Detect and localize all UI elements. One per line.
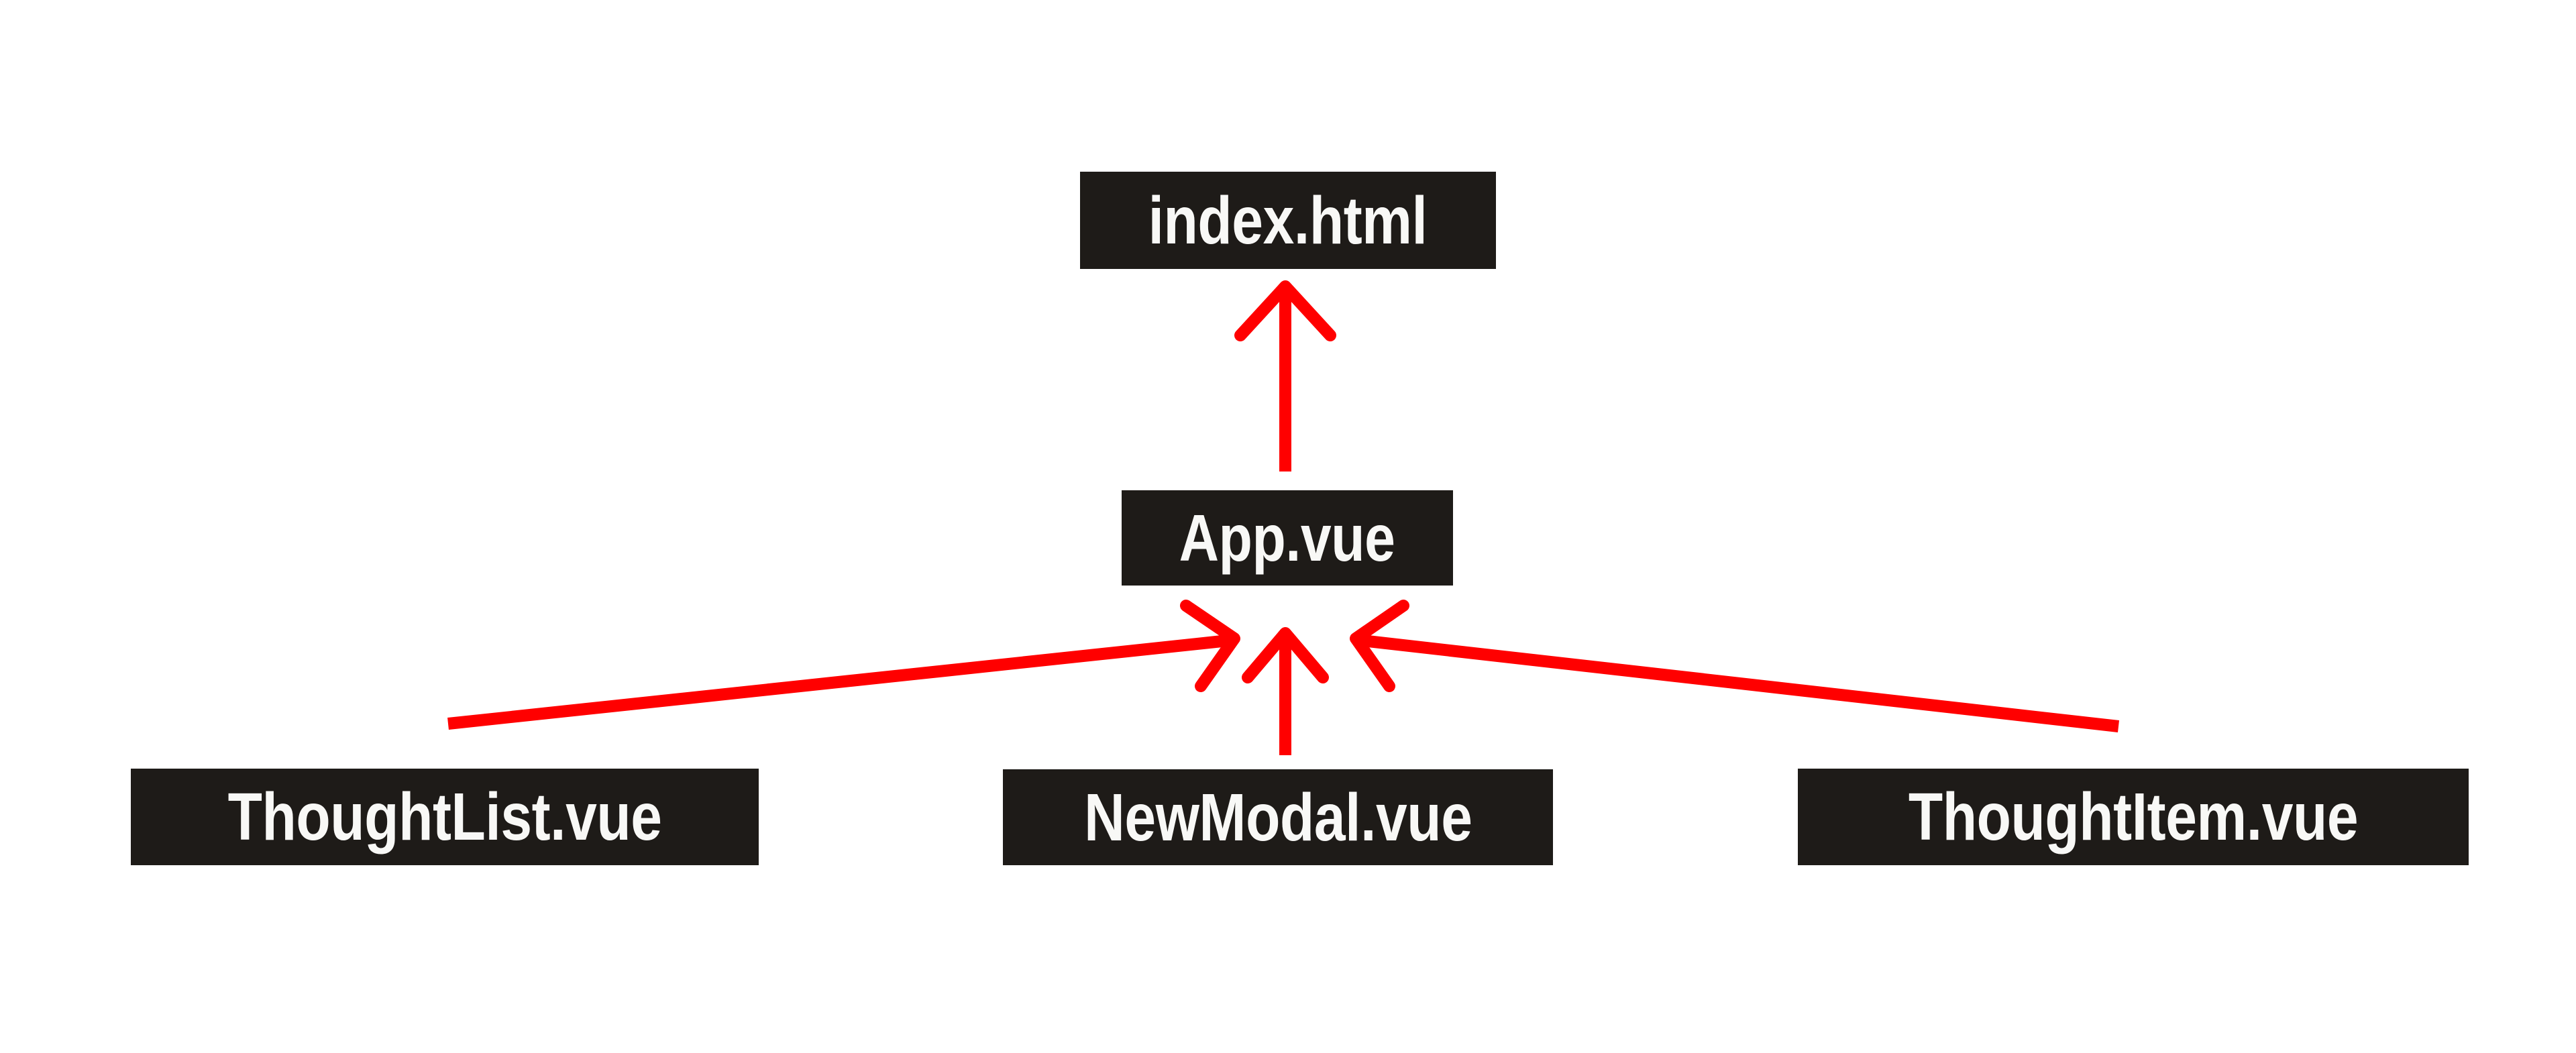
node-app-vue[interactable]: App.vue <box>1122 490 1453 586</box>
edge-app-to-index <box>1234 280 1336 472</box>
edge-thoughtitem-to-app <box>1350 600 2120 732</box>
edge-thoughtitem-to-app-shaft <box>1360 634 2120 732</box>
node-index-html-label: index.html <box>1148 182 1428 258</box>
edge-newmodal-to-app <box>1242 627 1329 755</box>
edge-newmodal-to-app-arrowhead <box>1242 627 1329 683</box>
edge-thoughtitem-to-app-arrowhead <box>1350 600 1409 692</box>
node-app-vue-label: App.vue <box>1179 501 1395 575</box>
node-newmodal-vue[interactable]: NewModal.vue <box>1003 769 1553 865</box>
node-thoughtlist-vue[interactable]: ThoughtList.vue <box>131 769 759 865</box>
node-newmodal-vue-label: NewModal.vue <box>1083 779 1472 855</box>
edge-thoughtlist-to-app-arrowhead <box>1180 600 1240 692</box>
edge-app-to-index-arrowhead <box>1234 280 1336 341</box>
node-thoughtitem-vue-label: ThoughtItem.vue <box>1908 779 2359 854</box>
node-thoughtitem-vue[interactable]: ThoughtItem.vue <box>1798 769 2469 865</box>
edge-thoughtlist-to-app <box>447 600 1240 730</box>
node-index-html[interactable]: index.html <box>1080 172 1496 269</box>
node-thoughtlist-vue-label: ThoughtList.vue <box>227 779 662 854</box>
edge-thoughtlist-to-app-shaft <box>447 634 1229 730</box>
